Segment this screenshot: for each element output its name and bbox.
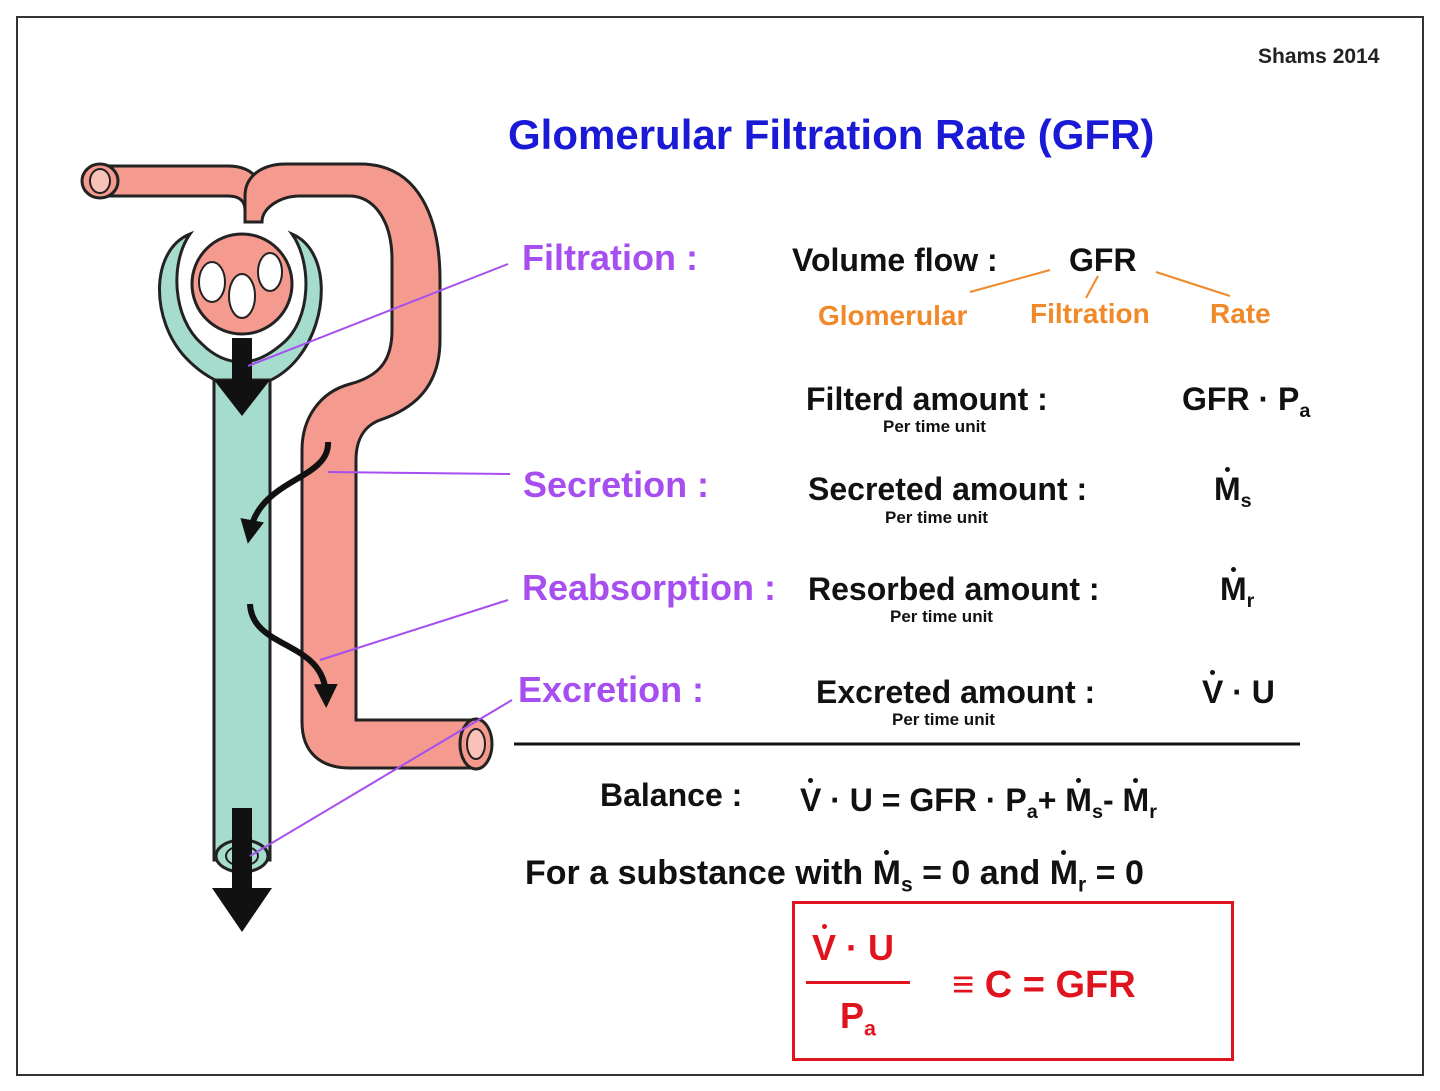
clearance-result: ≡ C = GFR bbox=[952, 964, 1136, 1006]
leader-lines bbox=[247, 263, 513, 857]
balance-equation: V · U = GFR · Pa+ Ms- Mr bbox=[800, 778, 1157, 823]
clearance-numerator: V · U bbox=[812, 923, 895, 968]
per-time-unit-filtered: Per time unit bbox=[883, 417, 986, 436]
clearance-box bbox=[792, 901, 1234, 1061]
slide-frame bbox=[16, 16, 1424, 1076]
credit-text: Shams 2014 bbox=[1258, 45, 1380, 68]
reabsorption-arrow-icon bbox=[247, 603, 338, 708]
substance-condition: For a substance with Ms = 0 and Mr = 0 bbox=[525, 849, 1144, 897]
resorbed-amount-label: Resorbed amount : bbox=[808, 571, 1100, 607]
balance-label: Balance : bbox=[600, 777, 743, 813]
afferent-arteriole bbox=[98, 164, 264, 224]
filtered-formula: GFR · Pa bbox=[1182, 381, 1311, 422]
secretion-arrow-icon bbox=[240, 441, 332, 544]
clearance-denominator: Pa bbox=[840, 995, 877, 1041]
bowman-capsule bbox=[158, 230, 323, 390]
resorbed-symbol: Mr bbox=[1220, 567, 1255, 612]
acronym-filtration: Filtration bbox=[1030, 298, 1150, 329]
acronym-glomerular: Glomerular bbox=[818, 300, 968, 331]
label-filtration: Filtration : bbox=[522, 237, 698, 278]
label-reabsorption: Reabsorption : bbox=[522, 567, 777, 608]
excretion-arrow-icon bbox=[212, 808, 272, 932]
filtered-amount-label: Filterd amount : bbox=[806, 381, 1048, 417]
secreted-symbol: Ms bbox=[1214, 467, 1252, 512]
gfr-acronym: GFR bbox=[1069, 242, 1137, 278]
tubule bbox=[212, 378, 272, 862]
filtration-arrow-icon bbox=[214, 338, 270, 416]
efferent-vessel bbox=[243, 162, 482, 770]
page-title: Glomerular Filtration Rate (GFR) bbox=[508, 111, 1155, 158]
label-secretion: Secretion : bbox=[523, 464, 710, 505]
per-time-unit-secreted: Per time unit bbox=[885, 508, 988, 527]
per-time-unit-excreted: Per time unit bbox=[892, 710, 995, 729]
fraction-bar bbox=[806, 981, 910, 984]
volume-flow-label: Volume flow : bbox=[792, 242, 998, 278]
excreted-formula: V · U bbox=[1202, 670, 1275, 710]
acronym-connectors bbox=[969, 269, 1231, 299]
per-time-unit-resorbed: Per time unit bbox=[890, 607, 993, 626]
excreted-amount-label: Excreted amount : bbox=[816, 674, 1096, 710]
secreted-amount-label: Secreted amount : bbox=[808, 471, 1088, 507]
label-excretion: Excretion : bbox=[518, 669, 705, 710]
acronym-rate: Rate bbox=[1210, 298, 1271, 329]
